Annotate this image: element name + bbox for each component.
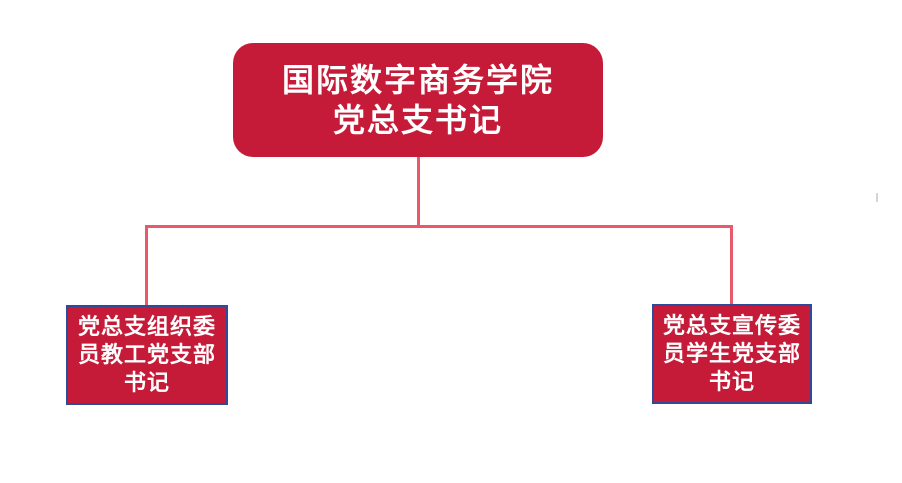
connector-left-drop <box>145 225 148 305</box>
org-node-left: 党总支组织委 员教工党支部 书记 <box>66 305 228 405</box>
root-label-line-2: 党总支书记 <box>332 102 503 138</box>
right-label-line-3: 书记 <box>708 369 755 394</box>
right-label-line-1: 党总支宣传委 <box>662 313 801 338</box>
stray-mark <box>876 193 878 202</box>
root-label-line-1: 国际数字商务学院 <box>281 62 554 98</box>
left-label-line-3: 书记 <box>123 370 170 395</box>
org-node-right: 党总支宣传委 员学生党支部 书记 <box>652 304 812 404</box>
connector-horizontal-bar <box>145 225 733 228</box>
connector-root-stem <box>417 157 420 227</box>
left-label-line-1: 党总支组织委 <box>77 314 216 339</box>
right-label-line-2: 员学生党支部 <box>662 341 801 366</box>
connector-right-drop <box>730 225 733 304</box>
org-node-root: 国际数字商务学院 党总支书记 <box>233 43 603 157</box>
left-label-line-2: 员教工党支部 <box>77 342 216 367</box>
